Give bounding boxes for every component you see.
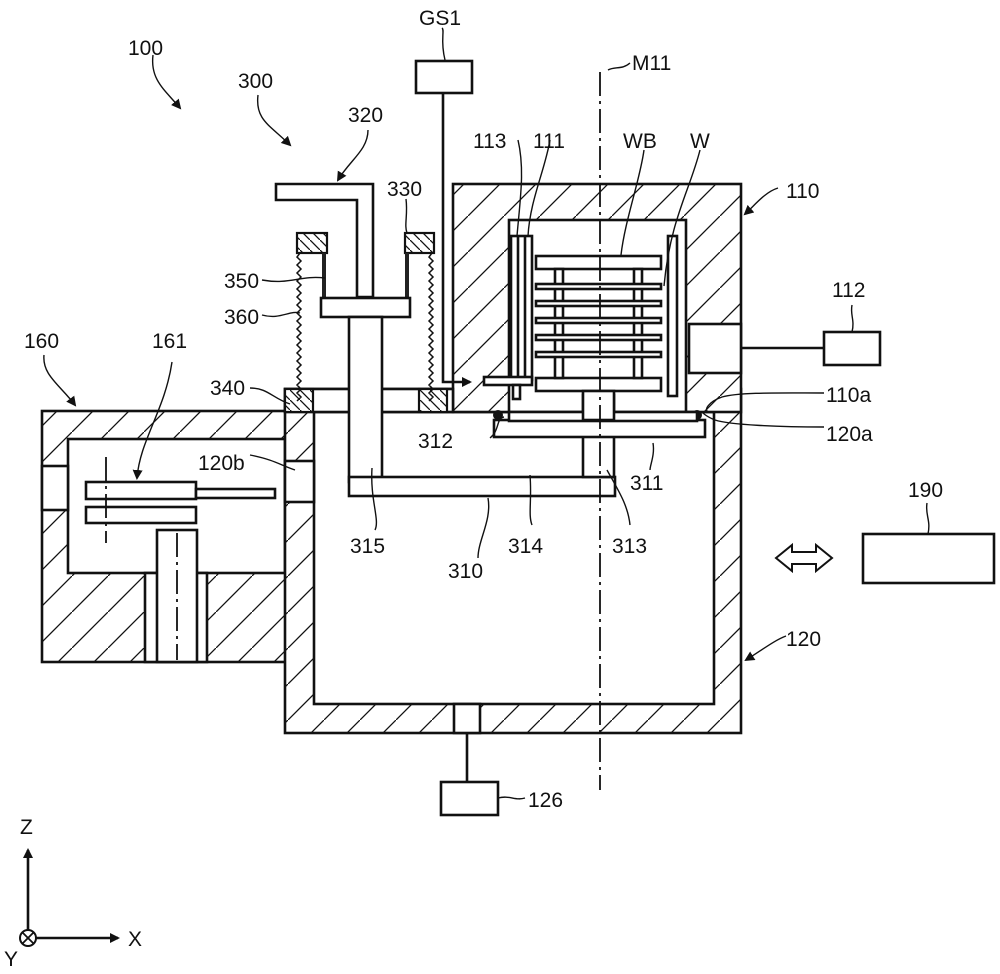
bellows-350-right [405,253,409,298]
label-314: 314 [508,535,543,558]
label-315: 315 [350,535,385,558]
label-WB: WB [623,130,657,153]
seal-340-left [285,389,313,412]
label-120: 120 [786,628,821,651]
label-110a: 110a [826,384,871,407]
flange-330-left [297,233,327,253]
controller-190 [863,534,994,583]
bellows-350-left [322,253,326,298]
transfer-chamber-160 [42,411,287,662]
label-126: 126 [528,789,563,812]
label-110: 110 [786,180,819,203]
label-W: W [690,130,710,153]
bellows-360-right [429,253,433,401]
label-311: 311 [630,472,663,495]
coordinate-axes: Z X Y [4,816,142,971]
label-300: 300 [238,70,273,93]
label-111: 111 [533,130,565,153]
label-100: 100 [128,37,163,60]
label-112: 112 [832,279,865,302]
bidirectional-arrow-icon [776,545,832,571]
label-312: 312 [418,430,453,453]
exhaust-112 [741,332,880,365]
label-313: 313 [612,535,647,558]
label-350: 350 [224,270,259,293]
label-340: 340 [210,377,245,400]
label-113: 113 [473,130,506,153]
axis-label-y: Y [4,948,18,971]
seal-340-right [419,389,447,412]
label-161: 161 [152,330,187,353]
label-GS1: GS1 [419,7,461,30]
label-320: 320 [348,104,383,127]
label-M11: M11 [632,52,671,75]
pump-126 [441,733,498,815]
shaft-315 [349,317,382,482]
axis-label-x: X [128,928,142,951]
label-330: 330 [387,178,422,201]
label-190: 190 [908,479,943,502]
label-160: 160 [24,330,59,353]
wafer-W [536,284,661,289]
beam-314 [349,477,615,496]
heater-plate [668,236,677,396]
label-310: 310 [448,560,483,583]
label-120a: 120a [826,423,873,446]
axis-label-z: Z [20,816,33,839]
bellows-360-left [297,253,301,401]
label-120b: 120b [198,452,245,475]
flange-330-right [405,233,434,253]
label-360: 360 [224,306,259,329]
